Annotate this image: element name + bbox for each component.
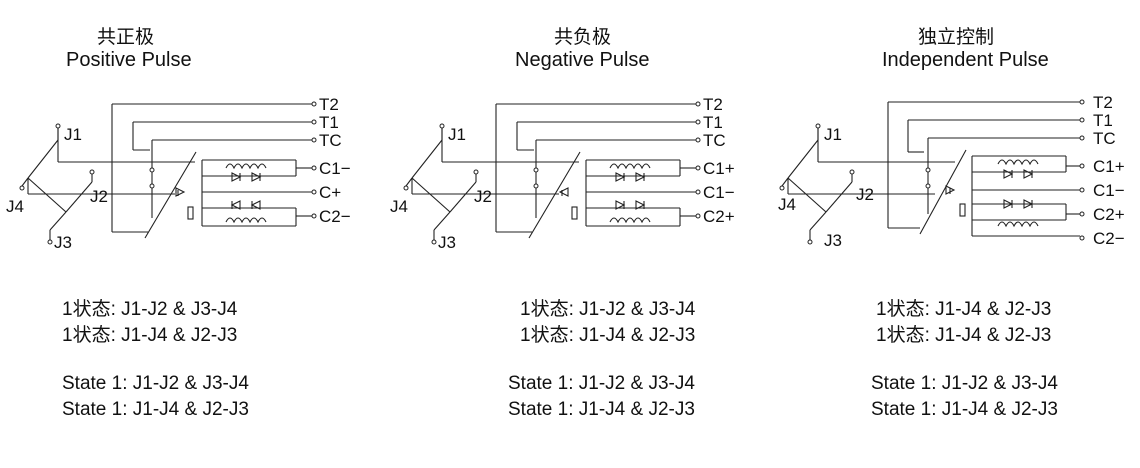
switch-label: J4 (390, 197, 408, 216)
terminal-label: T2 (319, 95, 339, 114)
schematic-positive-pulse: T2 T1 TC C1− C+ C2− J1 J2 J3 J4 (6, 95, 351, 252)
state-line: 1状态: J1-J2 & J3-J4 (520, 299, 696, 320)
terminal-label: C2+ (703, 207, 735, 226)
terminal-label: C2− (1093, 229, 1125, 248)
panel-title-cn: 共正极 (97, 26, 155, 48)
switch-label: J2 (474, 187, 492, 206)
panel-title-en: Negative Pulse (515, 49, 650, 71)
panel-title-en: Positive Pulse (66, 49, 192, 71)
panel-title-cn: 共负极 (554, 26, 612, 48)
state-line: State 1: J1-J2 & J3-J4 (62, 373, 249, 394)
switch-label: J3 (824, 231, 842, 250)
panel-title-en: Independent Pulse (882, 49, 1049, 71)
terminal-label: T2 (703, 95, 723, 114)
schematic-independent-pulse: T2 T1 TC C1+ C1− C2+ C2− J1 J2 J3 J4 (778, 93, 1125, 250)
schematic-negative-pulse: T2 T1 TC C1+ C1− C2+ J1 J2 J3 J4 (390, 95, 735, 252)
state-line: 1状态: J1-J4 & J2-J3 (62, 325, 238, 346)
state-line: State 1: J1-J4 & J2-J3 (508, 399, 695, 420)
switch-label: J2 (90, 187, 108, 206)
switch-label: J2 (856, 185, 874, 204)
panel-title-cn: 独立控制 (918, 26, 995, 48)
switch-label: J4 (778, 195, 796, 214)
state-line: State 1: J1-J4 & J2-J3 (871, 399, 1058, 420)
terminal-label: TC (319, 131, 342, 150)
terminal-label: C1− (319, 159, 351, 178)
switch-label: J1 (448, 125, 466, 144)
switch-label: J3 (438, 233, 456, 252)
switch-label: J4 (6, 197, 24, 216)
switch-label: J1 (824, 125, 842, 144)
terminal-label: T1 (319, 113, 339, 132)
panel-negative-pulse: 共负极 Negative Pulse (384, 0, 764, 468)
terminal-label: T2 (1093, 93, 1113, 112)
terminal-label: C2+ (1093, 205, 1125, 224)
terminal-label: C1+ (1093, 157, 1125, 176)
terminal-label: C1− (1093, 181, 1125, 200)
state-line: 1状态: J1-J4 & J2-J3 (520, 325, 696, 346)
terminal-label: T1 (703, 113, 723, 132)
state-line: State 1: J1-J4 & J2-J3 (62, 399, 249, 420)
state-line: 1状态: J1-J4 & J2-J3 (876, 299, 1052, 320)
switch-label: J3 (54, 233, 72, 252)
terminal-label: TC (1093, 129, 1116, 148)
state-line: State 1: J1-J2 & J3-J4 (871, 373, 1058, 394)
terminal-label: C1− (703, 183, 735, 202)
state-line: 1状态: J1-J4 & J2-J3 (876, 325, 1052, 346)
state-line: State 1: J1-J2 & J3-J4 (508, 373, 695, 394)
terminal-label: T1 (1093, 111, 1113, 130)
terminal-label: C2− (319, 207, 351, 226)
panel-independent-pulse: 独立控制 Independent Pulse (760, 0, 1140, 468)
terminal-label: C1+ (703, 159, 735, 178)
state-line: 1状态: J1-J2 & J3-J4 (62, 299, 238, 320)
switch-label: J1 (64, 125, 82, 144)
terminal-label: TC (703, 131, 726, 150)
terminal-label: C+ (319, 183, 341, 202)
panel-positive-pulse: 共正极 Positive Pulse (0, 0, 380, 468)
